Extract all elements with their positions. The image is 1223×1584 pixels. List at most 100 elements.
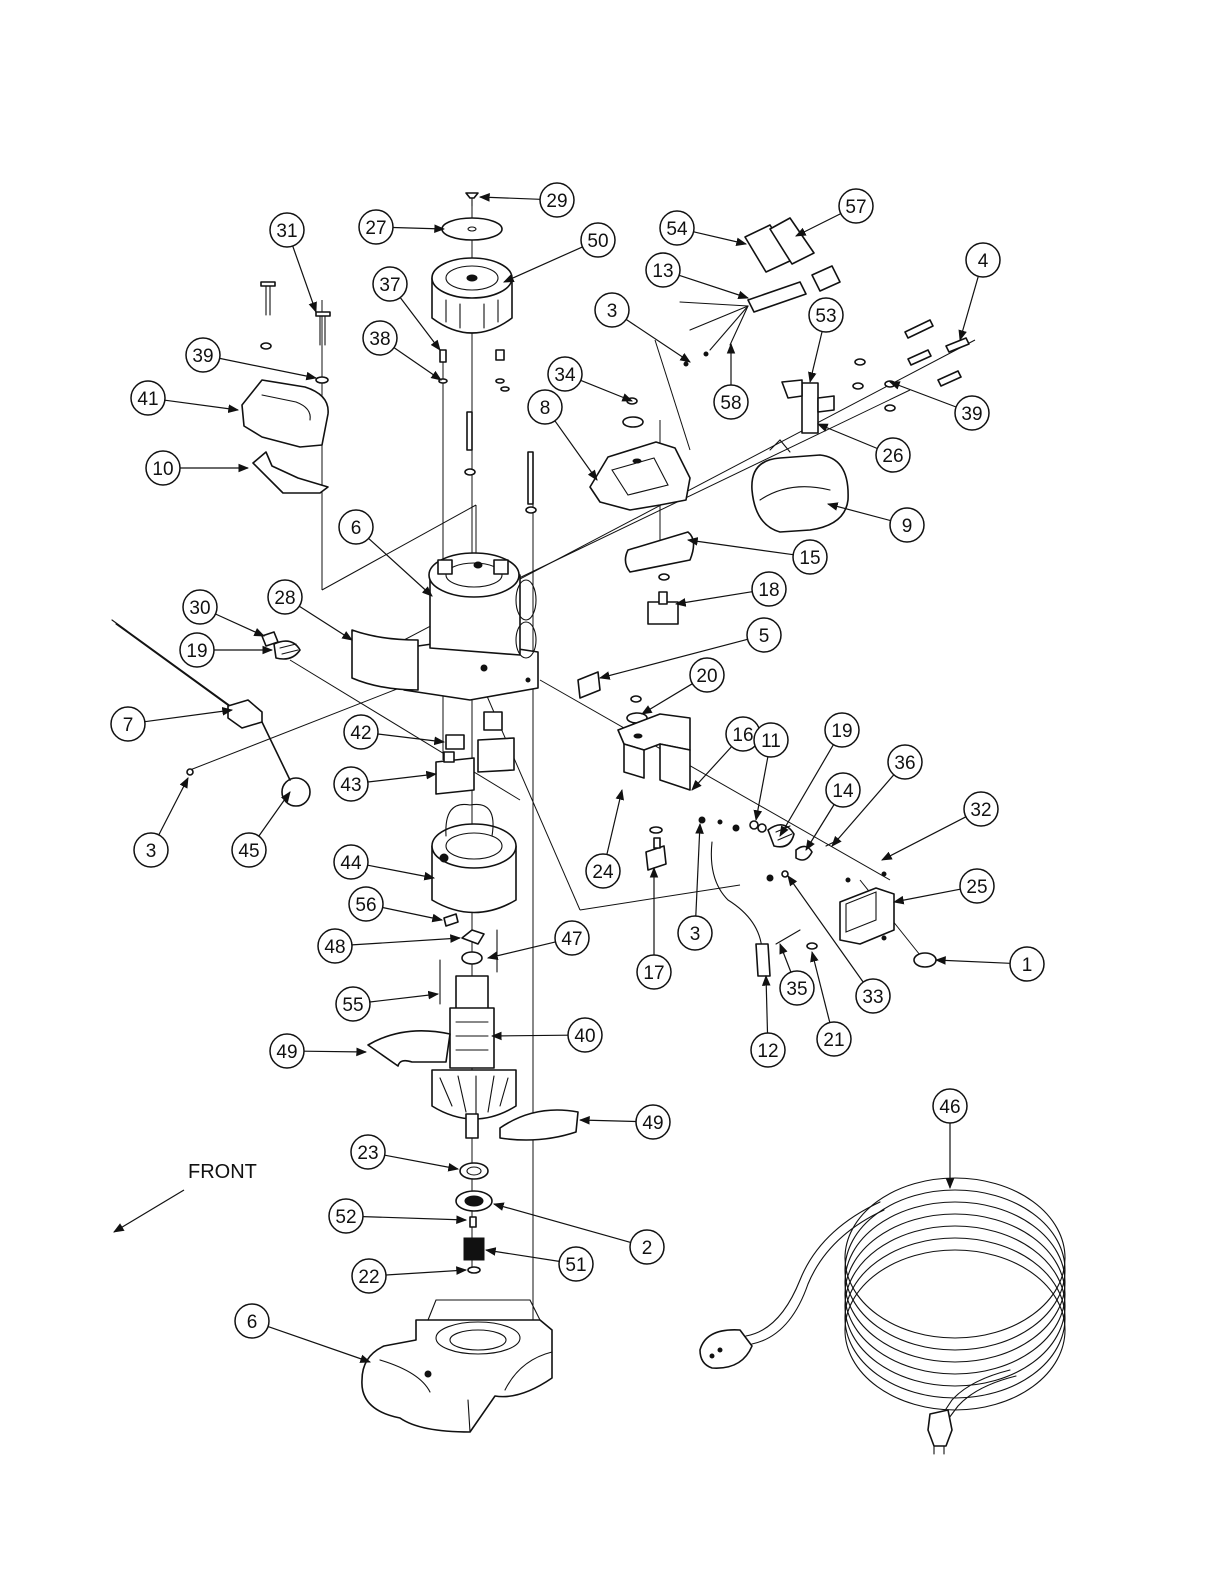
callout-leader [384, 1154, 460, 1172]
callout-number: 56 [355, 895, 376, 916]
callout-bubble [554, 920, 590, 956]
callout-leader [492, 1202, 631, 1243]
part-6-motor-housing [403, 552, 539, 701]
callout-6: 6 [338, 509, 433, 597]
part-52-key [469, 1216, 477, 1228]
callout-number: 2 [642, 1238, 653, 1259]
callout-number: 34 [554, 365, 576, 386]
callout-bubble [130, 380, 166, 416]
part-4-bolts [852, 319, 970, 412]
callout-bubble [887, 744, 923, 780]
callout-number: 20 [696, 666, 717, 687]
part-54-57-labels [744, 217, 815, 273]
callout-56: 56 [348, 886, 444, 923]
callout-leader [298, 605, 353, 641]
callout-6: 6 [234, 1303, 372, 1363]
callout-7: 7 [110, 706, 234, 742]
callout-45: 45 [231, 791, 291, 868]
part-41-handle-left [241, 379, 329, 448]
callout-leader [393, 347, 442, 381]
part-28-shield [351, 629, 419, 691]
callout-bubble [825, 772, 861, 808]
part-23-seal [459, 1162, 489, 1180]
callout-bubble [746, 617, 782, 653]
callout-19: 19 [779, 712, 860, 837]
callout-31: 31 [269, 212, 317, 314]
callout-number: 25 [966, 877, 987, 898]
callout-number: 37 [379, 275, 400, 296]
callout-number: 3 [690, 924, 701, 945]
callout-number: 44 [340, 853, 362, 874]
callout-20: 20 [641, 657, 725, 715]
assembly-axis-lines [189, 200, 976, 1320]
callout-number: 22 [358, 1267, 379, 1288]
part-16-24-bracket [617, 713, 691, 834]
callout-24: 24 [585, 788, 624, 889]
callout-2: 2 [492, 1202, 665, 1265]
callout-bubble [317, 928, 353, 964]
callout-leader [817, 423, 878, 450]
callout-number: 53 [815, 306, 836, 327]
callout-bubble [816, 1021, 852, 1057]
callout-number: 4 [978, 251, 989, 272]
callout-leader [779, 744, 834, 837]
part-34-washer [622, 397, 644, 428]
callout-leader [686, 537, 794, 556]
callout-bubble [567, 1017, 603, 1053]
callout-53: 53 [808, 297, 844, 384]
callout-38: 38 [362, 320, 442, 381]
callout-number: 26 [882, 446, 903, 467]
callout-bubble [580, 222, 616, 258]
part-15-shield [624, 531, 695, 573]
part-49-shims [367, 1029, 579, 1141]
callout-leader [503, 246, 583, 283]
callout-43: 43 [333, 766, 438, 802]
callout-bubble [713, 384, 749, 420]
callout-bubble [350, 1134, 386, 1170]
callout-49: 49 [269, 1033, 368, 1069]
callout-bubble [333, 844, 369, 880]
part-56-48-47-hardware [439, 913, 498, 1005]
callout-number: 17 [643, 963, 664, 984]
callout-bubble [629, 1229, 665, 1265]
callout-1: 1 [934, 946, 1045, 982]
callout-number: 35 [786, 979, 807, 1000]
callout-leader [641, 683, 693, 715]
part-40-rotor [431, 975, 517, 1139]
callout-32: 32 [881, 791, 999, 861]
callout-number: 54 [666, 219, 688, 240]
callout-bubble [689, 657, 725, 693]
callout-bubble [527, 389, 563, 425]
callout-58: 58 [713, 342, 749, 420]
callout-number: 19 [186, 641, 207, 662]
callout-50: 50 [503, 222, 616, 283]
part-37-38-screws [438, 349, 510, 392]
callout-bubble [750, 1032, 786, 1068]
callout-bubble [855, 978, 891, 1014]
callout-bubble [751, 571, 787, 607]
part-44-stator [431, 803, 517, 914]
callout-number: 32 [970, 800, 991, 821]
callout-bubble [351, 1258, 387, 1294]
callout-bubble [954, 395, 990, 431]
callout-bubble [335, 986, 371, 1022]
callout-55: 55 [335, 986, 440, 1022]
callout-number: 47 [561, 929, 582, 950]
callout-number: 5 [759, 626, 770, 647]
callout-number: 55 [342, 995, 363, 1016]
callout-bubble [333, 766, 369, 802]
part-2-bearing [455, 1190, 493, 1212]
callout-number: 33 [862, 987, 883, 1008]
callout-bubble [539, 182, 575, 218]
part-8-handle-right [589, 441, 691, 511]
callout-bubble [959, 868, 995, 904]
callout-leader [385, 1266, 468, 1276]
callout-leader [695, 822, 704, 917]
callout-leader [258, 791, 291, 837]
callout-leader [303, 1047, 368, 1057]
callout-leader [215, 613, 265, 637]
part-18-switch [647, 573, 679, 625]
callout-leader [810, 950, 831, 1023]
callout-29: 29 [478, 182, 575, 218]
callout-14: 14 [805, 772, 861, 851]
